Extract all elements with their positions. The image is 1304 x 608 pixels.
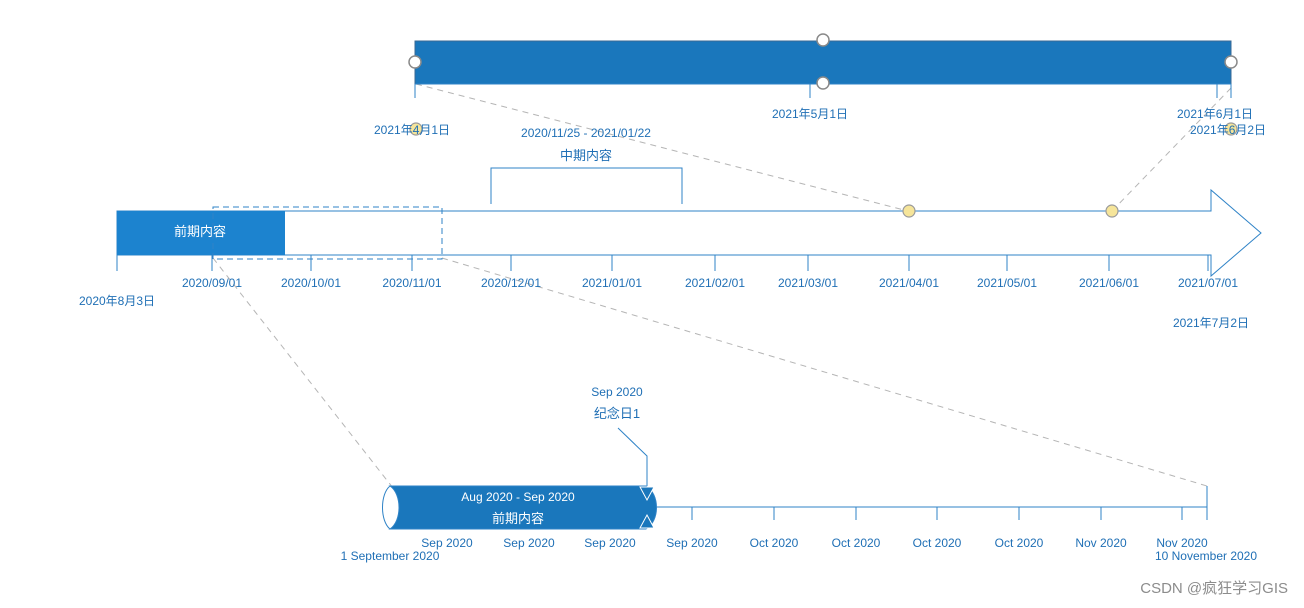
zoom-tick-label: Sep 2020 (421, 536, 473, 550)
zoom-bar-label: 前期内容 (491, 511, 545, 526)
axis-tick-label: 2020/10/01 (280, 276, 342, 290)
axis-tick-label: 2021/06/01 (1078, 276, 1140, 290)
milestone-marker[interactable] (902, 204, 916, 218)
zoom-end-date: 10 November 2020 (1154, 549, 1258, 563)
axis-tick-label: 2020/09/01 (181, 276, 243, 290)
zoom-tick-label: Nov 2020 (1156, 536, 1208, 550)
zoom-start-date: 1 September 2020 (340, 549, 440, 563)
axis-tick-label: 2021/03/01 (777, 276, 839, 290)
zoom-tick-label: Oct 2020 (749, 536, 799, 550)
zoom-tick-label: Oct 2020 (831, 536, 881, 550)
phase-early-bar[interactable] (117, 211, 285, 255)
selection-dashed-box (212, 206, 443, 260)
axis-tick-label: 2021/02/01 (684, 276, 746, 290)
milestone-date: Sep 2020 (591, 385, 643, 399)
resize-handle[interactable] (816, 33, 830, 47)
connector-line (415, 83, 909, 212)
milestone-callout-line (617, 427, 648, 486)
axis-tick-label: 2021/07/01 (1177, 276, 1239, 290)
phase-mid-label: 中期内容 (559, 148, 613, 163)
milestone-triangle-bottom[interactable] (639, 513, 655, 529)
milestone-marker[interactable] (1224, 122, 1238, 136)
resize-handle[interactable] (816, 76, 830, 90)
bar-start-cap (382, 485, 391, 530)
zoom-bar-range: Aug 2020 - Sep 2020 (461, 490, 575, 504)
milestone-marker[interactable] (1105, 204, 1119, 218)
top-start-date: 2021年4月1日 (374, 123, 451, 137)
main-timeline-arrow (116, 188, 1262, 278)
zoom-tick-label: Oct 2020 (994, 536, 1044, 550)
milestone-marker[interactable] (409, 122, 423, 136)
zoom-tick-label: Sep 2020 (503, 536, 555, 550)
phase-mid-range: 2020/11/25 - 2021/01/22 (521, 126, 651, 140)
top-tick-label: 2021年5月1日 (771, 107, 849, 121)
zoom-tick-label: Oct 2020 (912, 536, 962, 550)
top-end-date-upper: 2021年6月1日 (1177, 107, 1254, 121)
phase-early-label: 前期内容 (173, 224, 227, 239)
top-end-date-lower: 2021年6月2日 (1190, 123, 1267, 137)
watermark: CSDN @疯狂学习GIS (1140, 580, 1288, 597)
zoom-tick-label: Sep 2020 (584, 536, 636, 550)
zoom-tick-label: Nov 2020 (1075, 536, 1127, 550)
resize-handle[interactable] (408, 55, 422, 69)
zoom-timeline-bar[interactable] (388, 485, 657, 530)
phase-mid-bracket (490, 167, 683, 204)
axis-tick-label: 2021/01/01 (581, 276, 643, 290)
timeline-end-date: 2021年7月2日 (1172, 316, 1250, 330)
axis-tick-label: 2021/05/01 (976, 276, 1038, 290)
milestone-triangle-top[interactable] (639, 486, 655, 502)
axis-tick-label: 2020/12/01 (480, 276, 542, 290)
zoom-tick-label: Sep 2020 (666, 536, 718, 550)
axis-tick-label: 2021/04/01 (878, 276, 940, 290)
milestone-label: 纪念日1 (593, 406, 641, 421)
axis-tick-label: 2020/11/01 (382, 276, 442, 290)
resize-handle[interactable] (1224, 55, 1238, 69)
timeline-start-date: 2020年8月3日 (78, 294, 156, 308)
connector-line (212, 257, 394, 489)
connector-line (441, 257, 1208, 487)
